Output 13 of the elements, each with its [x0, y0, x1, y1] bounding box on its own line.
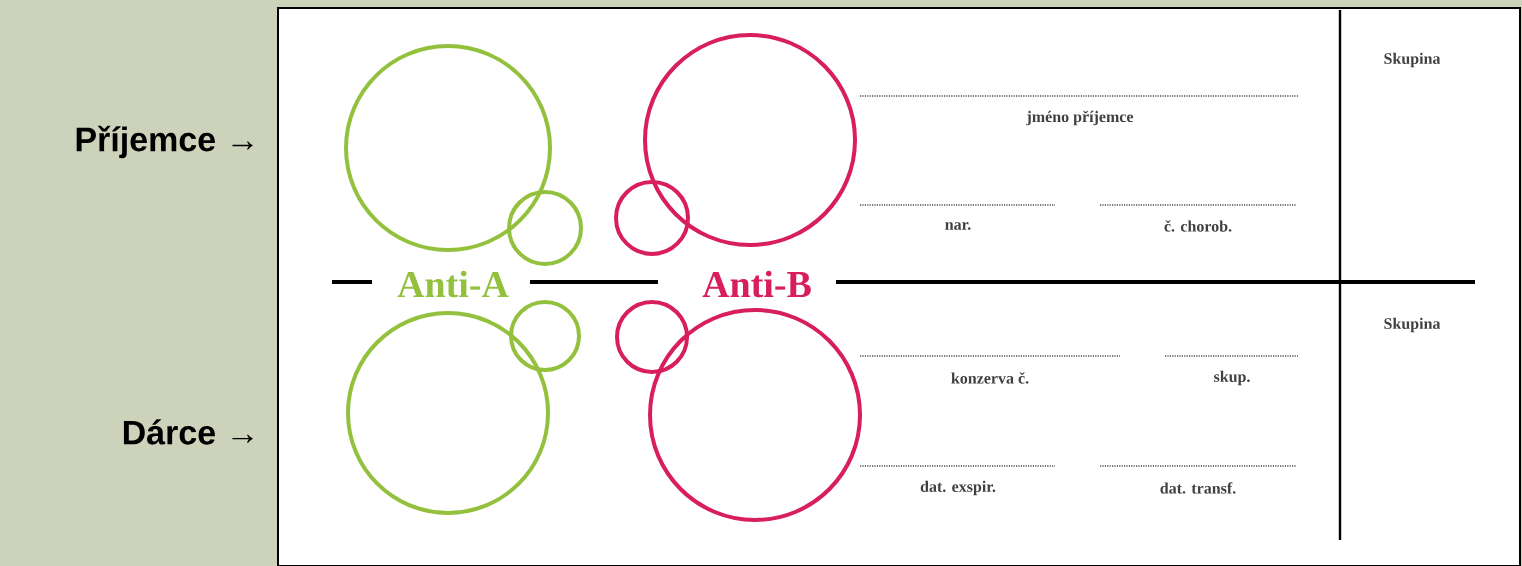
field-label: dat. exspir.	[920, 480, 996, 496]
field-label: č. chorob.	[1164, 220, 1232, 232]
side-label: Dárce →	[123, 419, 253, 445]
field-label: skup.	[1214, 370, 1250, 386]
field-label: dat. transf.	[1160, 482, 1236, 494]
group-label: Skupina	[1384, 52, 1441, 68]
field-label: konzerva č.	[951, 372, 1029, 384]
group-label: Skupina	[1384, 317, 1441, 333]
side-label: Příjemce →	[76, 125, 253, 159]
reagent-label: Anti-B	[700, 268, 814, 300]
reagent-label: Anti-A	[395, 268, 511, 300]
field-label: nar.	[945, 222, 971, 230]
field-label: jméno příjemce	[1026, 110, 1134, 126]
